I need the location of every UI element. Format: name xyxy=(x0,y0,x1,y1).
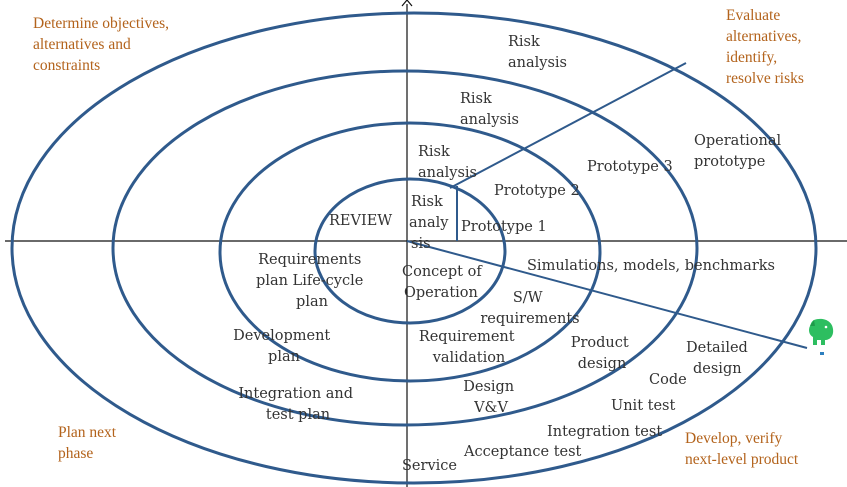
code-label: Code xyxy=(649,372,687,388)
risk-analysis-inner-label: Risk analy sis xyxy=(409,194,453,252)
operational-prototype-label: Operational prototype xyxy=(694,133,786,170)
design-vv-label: Design V&V xyxy=(463,379,519,416)
spiral-ring-3 xyxy=(111,69,699,427)
quadrant-plan-label: Plan next phase xyxy=(58,424,120,462)
prototype-2-label: Prototype 2 xyxy=(494,183,580,199)
sw-requirements-label: S/W requirements xyxy=(480,290,579,327)
evaluation-spoke xyxy=(449,62,687,189)
simulations-label: Simulations, models, benchmarks xyxy=(527,258,775,274)
quadrant-objectives-label: Determine objectives, alternatives and c… xyxy=(33,15,173,74)
risk-analysis-outer-label: Risk analysis xyxy=(508,34,567,71)
quadrant-develop-label: Develop, verify next-level product xyxy=(685,430,799,468)
requirement-validation-label: Requirement validation xyxy=(419,329,519,366)
vertical-axis-arrow xyxy=(401,0,413,7)
unit-test-label: Unit test xyxy=(611,398,675,414)
product-design-label: Product design xyxy=(571,335,634,372)
integration-test-label: Integration test xyxy=(547,424,662,440)
review-label: REVIEW xyxy=(329,213,392,229)
quadrant-evaluate-label: Evaluate alternatives, identify, resolve… xyxy=(726,7,805,87)
service-label: Service xyxy=(402,458,457,474)
spiral-ring-4 xyxy=(10,11,818,485)
prototype-3-label: Prototype 3 xyxy=(587,159,673,175)
development-plan-label: Development plan xyxy=(233,328,335,365)
acceptance-test-label: Acceptance test xyxy=(463,444,582,460)
risk-analysis-second-label: Risk analysis xyxy=(460,91,519,128)
evernote-elephant-icon xyxy=(809,318,834,355)
detailed-design-label: Detailed design xyxy=(686,340,752,377)
development-spoke xyxy=(406,240,808,349)
spiral-ring-1 xyxy=(313,177,507,325)
prototype-1-label: Prototype 1 xyxy=(461,219,547,235)
concept-of-operation-label: Concept of Operation xyxy=(402,264,486,301)
risk-analysis-third-label: Risk analysis xyxy=(418,144,477,181)
spiral-ring-2 xyxy=(218,121,602,383)
requirements-plan-label: Requirements plan Life-cycle plan xyxy=(256,252,368,310)
integration-test-plan-label: Integration and test plan xyxy=(238,386,357,423)
